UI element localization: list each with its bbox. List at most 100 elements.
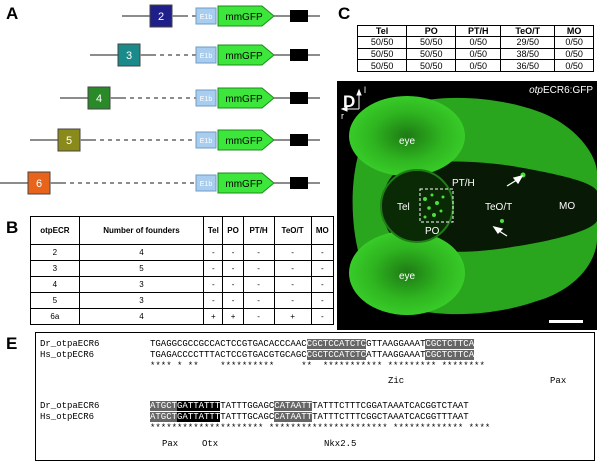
table-cell: + xyxy=(222,308,244,325)
construct-row: 3 E1b mmGFP xyxy=(90,43,320,67)
table-cell: - xyxy=(222,292,244,309)
table-cell: 29/50 xyxy=(500,36,556,49)
table-cell: 50/50 xyxy=(406,47,457,61)
gfp-fluorescence-image: D l r otpECR6:GFP eye eye Tel PO PT/H Te… xyxy=(337,81,597,330)
e1b-label: E1b xyxy=(200,53,213,60)
mo-label: MO xyxy=(559,201,575,212)
table-header: PO xyxy=(222,216,244,245)
table-cell: 50/50 xyxy=(406,36,457,49)
table-header: TeO/T xyxy=(500,25,556,37)
table-cell: - xyxy=(203,276,224,293)
table-cell: - xyxy=(273,292,312,309)
polya-box xyxy=(290,134,308,146)
table-cell: - xyxy=(242,260,275,277)
table-cell: - xyxy=(203,260,224,277)
gfp-label: mmGFP xyxy=(225,136,263,147)
table-cell: - xyxy=(242,244,275,261)
gfp-arrow xyxy=(217,129,275,151)
table-cell: 4 xyxy=(78,308,205,325)
seq-row-hs-1: Hs_otpECR6 xyxy=(40,350,95,360)
gfp-label: mmGFP xyxy=(225,179,263,190)
table-cell: 0/50 xyxy=(455,59,502,72)
motif-pax-2: Pax xyxy=(162,439,179,449)
panel-label-a: A xyxy=(6,4,19,23)
table-cell: - xyxy=(310,276,335,293)
conservation-stars-2: ********************* ******************… xyxy=(150,423,491,433)
gfp-label: mmGFP xyxy=(225,51,263,62)
table-cell: - xyxy=(242,292,275,309)
e1b-label: E1b xyxy=(200,138,213,145)
ecr-number: 6 xyxy=(36,178,42,190)
table-cell: 5 xyxy=(78,260,205,277)
table-cell: - xyxy=(242,276,275,293)
table-cell: - xyxy=(203,244,224,261)
seq-hs-1: TGAGACCCCTTTACTCCGTGACGTGCAGCCGCTCCATCTC… xyxy=(150,350,475,360)
gfp-label: mmGFP xyxy=(225,94,263,105)
e1b-box xyxy=(195,89,217,107)
construct-row: 5 E1b mmGFP xyxy=(30,128,320,152)
gfp-arrow xyxy=(217,44,275,66)
panel-label-c: C xyxy=(338,4,351,23)
gfp-arrow xyxy=(217,87,275,109)
e1b-label: E1b xyxy=(200,14,213,21)
ecr-number: 4 xyxy=(96,93,102,105)
panel-label-e: E xyxy=(6,334,18,353)
table-cell: 50/50 xyxy=(406,59,457,72)
table-cell: 5 xyxy=(30,292,80,309)
seq-row-dr-1: Dr_otpaECR6 xyxy=(40,339,100,349)
table-cell: - xyxy=(273,276,312,293)
table-cell: 38/50 xyxy=(500,47,556,61)
table-cell: 4 xyxy=(78,244,205,261)
scale-bar xyxy=(549,320,583,323)
motif-nkx-2: Nkx2.5 xyxy=(324,439,357,449)
table-cell: 50/50 xyxy=(356,47,408,61)
polya-box xyxy=(290,10,308,22)
motif-labels-1: Zic Pax xyxy=(388,376,567,386)
table-header: Number of founders xyxy=(78,216,205,245)
eye-label-top: eye xyxy=(399,136,416,147)
table-cell: - xyxy=(310,292,335,309)
table-header: MO xyxy=(310,216,335,245)
table-header: MO xyxy=(554,25,594,37)
ecr-number: 5 xyxy=(66,135,72,147)
eye-label-bottom: eye xyxy=(399,271,416,282)
ecr-number: 2 xyxy=(158,11,164,23)
seq-row-dr-2: Dr_otpaECR6 xyxy=(40,401,100,411)
polya-box xyxy=(290,92,308,104)
sequence-alignment: Dr_otpaECR6 TGAGGCGCCGCCACTCCGTGACACCCAA… xyxy=(35,332,595,461)
table-cell: 50/50 xyxy=(356,59,408,72)
gfp-label: mmGFP xyxy=(225,12,263,23)
table-cell: - xyxy=(222,244,244,261)
table-cell: 6a xyxy=(30,308,80,325)
po-box xyxy=(419,188,454,223)
construct-row: 2 E1b mmGFP xyxy=(122,4,320,28)
table-header: Tel xyxy=(356,25,408,37)
motif-otx-2: Otx xyxy=(202,439,219,449)
table-cell: + xyxy=(203,308,224,325)
embryo-image: D l r otpECR6:GFP eye eye Tel PO PT/H Te… xyxy=(337,81,597,330)
polya-box xyxy=(290,49,308,61)
table-cell: 0/50 xyxy=(455,47,502,61)
conservation-stars-1: **** * ** ********** ** *********** ****… xyxy=(150,361,485,371)
panel-label-b: B xyxy=(6,218,19,237)
forebrain xyxy=(380,169,454,243)
ecr-number: 3 xyxy=(126,50,132,62)
table-cell: 3 xyxy=(30,260,80,277)
eye-bottom xyxy=(349,231,465,315)
table-cell: - xyxy=(273,244,312,261)
teot-dot-bottom xyxy=(500,219,504,223)
table-cell: - xyxy=(273,260,312,277)
table-cell: - xyxy=(310,308,335,325)
table-cell: 0/50 xyxy=(554,36,594,49)
table-cell: - xyxy=(222,260,244,277)
table-cell: 3 xyxy=(78,276,205,293)
seq-dr-2: ATGCTGATTATTTTATTTGGAGCCATAATTTATTTCTTTC… xyxy=(150,401,469,411)
pth-label: PT/H xyxy=(452,178,475,189)
eye-top xyxy=(349,96,465,176)
image-title: otpECR6:GFP xyxy=(529,85,593,96)
